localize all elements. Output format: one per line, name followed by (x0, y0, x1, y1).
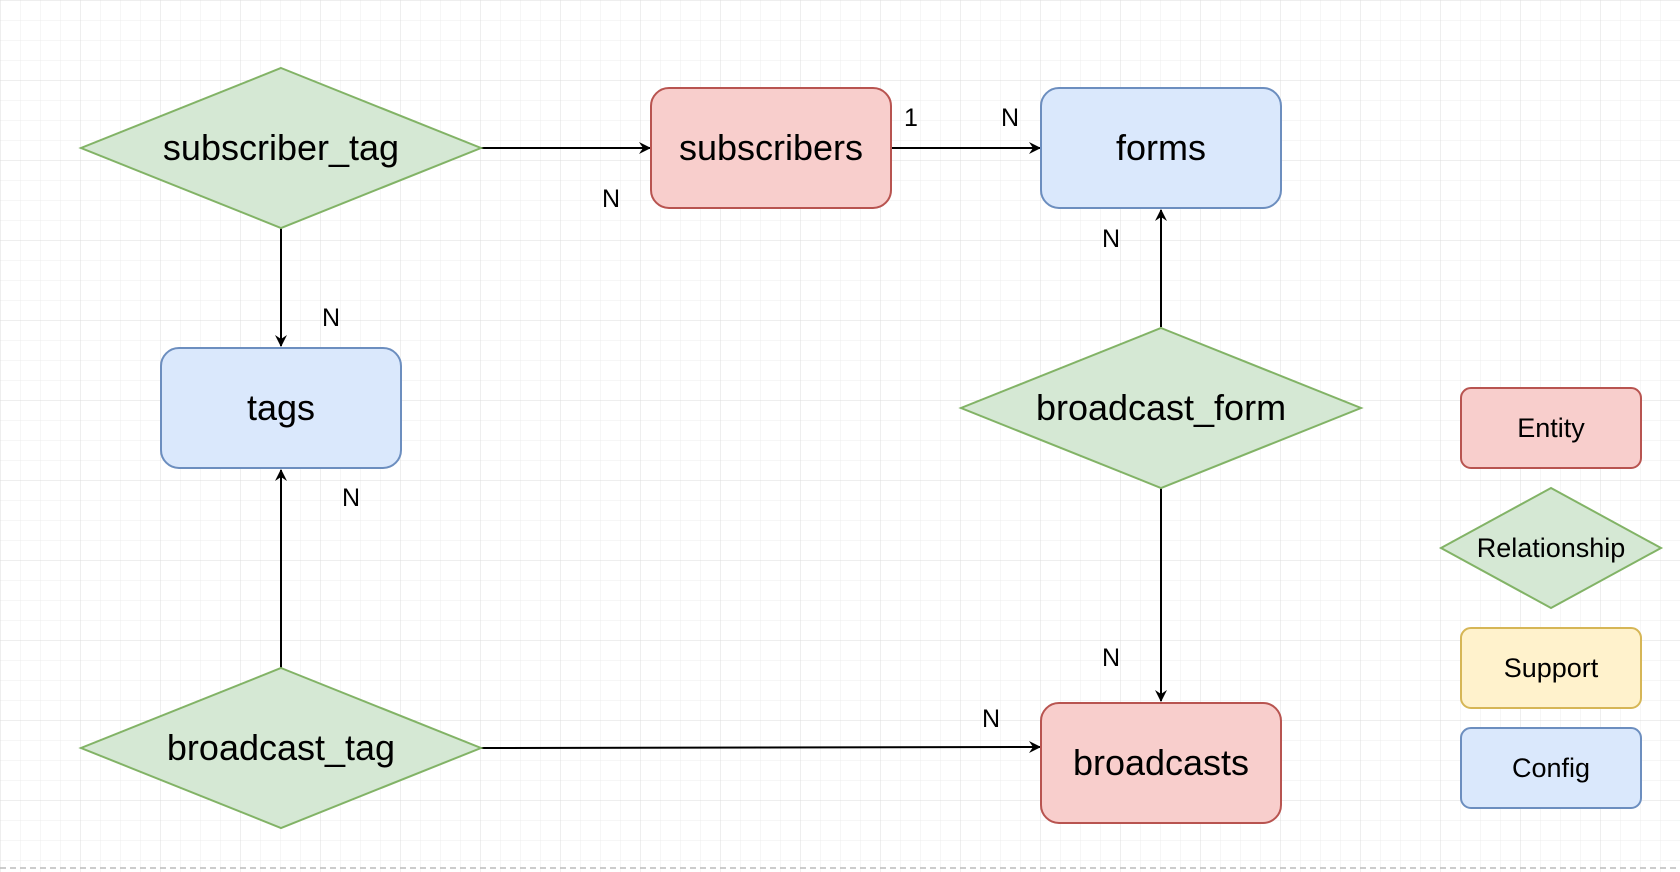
node-label: forms (1116, 127, 1206, 168)
legend-relationship[interactable]: Relationship (1438, 486, 1664, 610)
cardinality-label: N (1001, 104, 1019, 132)
node-label: subscriber_tag (163, 127, 399, 168)
edges (275, 142, 1167, 754)
cardinality-label: N (1102, 225, 1120, 253)
node-label: subscribers (679, 127, 863, 168)
legend-config[interactable]: Config (1460, 727, 1642, 809)
node-label: broadcasts (1073, 742, 1249, 783)
legend-entity[interactable]: Entity (1460, 387, 1642, 469)
edge-broadcast-tag-to-broadcasts[interactable] (480, 741, 1041, 754)
node-label: broadcast_form (1036, 387, 1286, 428)
cardinality-labels: N 1 N N N N N N (322, 104, 1120, 733)
relationship-subscriber-tag[interactable]: subscriber_tag (78, 66, 484, 230)
node-label: broadcast_tag (167, 727, 395, 768)
config-forms[interactable]: forms (1040, 87, 1282, 209)
relationship-broadcast-form[interactable]: broadcast_form (958, 326, 1364, 490)
entity-subscribers[interactable]: subscribers (650, 87, 892, 209)
cardinality-label: N (342, 484, 360, 512)
legend-label: Config (1512, 753, 1590, 783)
legend-label: Support (1504, 653, 1599, 683)
legend-label: Entity (1517, 413, 1585, 443)
cardinality-label: N (602, 185, 620, 213)
cardinality-label: N (322, 304, 340, 332)
node-label: tags (247, 387, 315, 428)
cardinality-label: N (1102, 644, 1120, 672)
relationship-broadcast-tag[interactable]: broadcast_tag (78, 666, 484, 830)
legend-label: Relationship (1477, 533, 1626, 563)
legend-support[interactable]: Support (1460, 627, 1642, 709)
config-tags[interactable]: tags (160, 347, 402, 469)
entity-broadcasts[interactable]: broadcasts (1040, 702, 1282, 824)
cardinality-label: 1 (904, 104, 918, 132)
legend: Entity Relationship Support Config (1438, 387, 1664, 809)
cardinality-label: N (982, 705, 1000, 733)
